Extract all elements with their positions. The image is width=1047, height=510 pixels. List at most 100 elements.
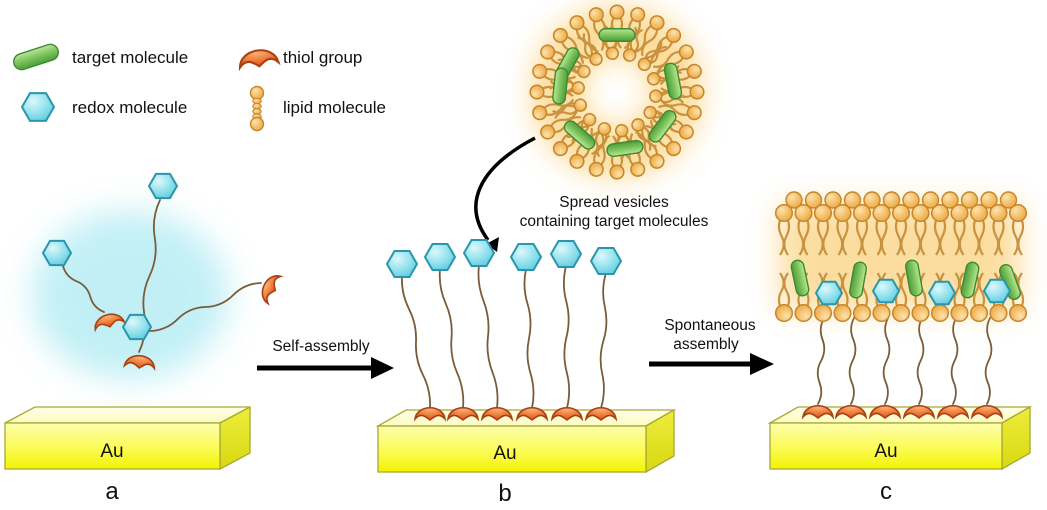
lipid-head (999, 191, 1018, 209)
thiol-group-icon (902, 404, 936, 420)
gold-front-face (4, 422, 221, 470)
linker-chain (401, 275, 431, 409)
gold-label-c: Au (874, 441, 897, 462)
lipid-head (882, 191, 901, 209)
gold-substrate-b (375, 408, 677, 474)
panel-label-b: b (498, 480, 511, 507)
redox-molecule-icon (927, 280, 957, 306)
thiol-group-icon (446, 406, 480, 422)
legend-label-lipid-molecule: lipid molecule (283, 98, 386, 117)
lipid-molecule-icon (577, 33, 603, 66)
redox-molecule-icon (385, 250, 419, 278)
thiol-group-icon (515, 406, 549, 422)
panel-label-c: c (880, 478, 892, 505)
thiol-group-icon (970, 404, 1004, 420)
legend-label-redox-molecule: redox molecule (72, 98, 187, 117)
linker-chain (882, 317, 891, 405)
linker-chain (149, 282, 262, 332)
legend-icons (13, 43, 281, 132)
thiol-group-icon (936, 404, 970, 420)
redox-molecule-icon (509, 243, 543, 271)
target-molecule-icon (598, 28, 636, 42)
lipid-molecule-icon (950, 203, 969, 256)
gold-front-face (769, 422, 1003, 470)
redox-molecule-icon (423, 243, 457, 271)
lipid-head (824, 191, 842, 209)
self-assembly-arrow-group: Self-assembly (257, 338, 394, 379)
lipid-molecule-icon (774, 272, 794, 323)
gold-top-face (4, 406, 251, 424)
target-molecule-icon (563, 120, 596, 150)
lipid-molecule-icon (635, 15, 665, 57)
target-molecule-icon (960, 261, 980, 299)
linker-chain (438, 268, 465, 409)
redox-molecule-icon (871, 278, 901, 304)
linker-chain (916, 317, 925, 405)
thiol-group-icon (550, 406, 584, 422)
panel-c-monolayer (801, 317, 1004, 420)
panel-b-monolayer (385, 239, 623, 422)
lipid-head (921, 191, 940, 209)
lipid-molecule-icon (1008, 203, 1028, 256)
lipid-molecule-icon (249, 85, 265, 132)
thiol-group-icon (238, 49, 281, 72)
lipid-head (902, 191, 920, 209)
lipid-molecule-icon (833, 203, 852, 256)
linker-chain (523, 268, 535, 409)
legend-label-target-molecule: target molecule (72, 48, 188, 67)
thiol-group-icon (868, 404, 902, 420)
lipid-molecule-icon (989, 203, 1008, 256)
vesicle-caption-line1: Spread vesicles (559, 194, 669, 211)
lipid-molecule-icon (569, 127, 599, 169)
lipid-head (863, 191, 881, 209)
panel-c-lipid-bilayer (774, 191, 1028, 323)
legend-label-thiol-group: thiol group (283, 48, 362, 67)
linker-chain (950, 317, 959, 405)
thiol-group-icon (801, 404, 835, 420)
thiol-group-icon (584, 406, 618, 422)
spontaneous-assembly-arrowhead (750, 353, 774, 375)
target-molecule-icon (905, 259, 923, 297)
target-molecule-icon (790, 259, 810, 297)
redox-molecule-icon (121, 313, 153, 341)
lipid-molecule-icon (637, 41, 667, 71)
target-molecule-icon (552, 67, 569, 105)
thiol-group-icon (94, 313, 127, 333)
vesicle-caption-line2: containing target molecules (520, 213, 709, 230)
lipid-head (941, 191, 959, 209)
lipid-molecule-icon (591, 122, 612, 158)
lipid-molecule-icon (532, 98, 576, 121)
linker-chain (62, 265, 105, 313)
gold-label-a: Au (100, 441, 123, 462)
target-molecule-icon (13, 43, 59, 71)
target-molecule-icon (606, 139, 644, 158)
lipid-molecule-icon (969, 203, 989, 256)
gold-front-face (377, 425, 647, 473)
lipid-molecule-icon (794, 203, 813, 256)
lipid-molecule-icon (813, 203, 833, 256)
thiol-group-icon (261, 275, 284, 306)
vesicle-spread-arrow (474, 136, 536, 242)
redox-molecule-icon (982, 278, 1012, 304)
panel-label-a: a (105, 478, 119, 505)
linker-chain (477, 264, 499, 409)
redox-molecule-icon (589, 247, 623, 275)
lipid-head (804, 191, 823, 209)
lipid-head (980, 191, 998, 209)
lipid-molecule-icon (872, 203, 891, 256)
target-molecule-icon (663, 62, 683, 100)
linker-chain (984, 317, 993, 405)
lipid-head (960, 191, 979, 209)
target-molecule-icon (648, 109, 677, 143)
lipid-head (843, 191, 862, 209)
lipid-molecule-icon (852, 203, 872, 256)
vesicle-spread-arrowhead (486, 237, 499, 252)
self-assembly-arrowhead (371, 357, 394, 379)
lipid-molecule-icon (552, 98, 588, 119)
gold-substrate-a (4, 405, 251, 471)
linker-chain (562, 265, 571, 409)
spontaneous-assembly-label-line1: Spontaneous (664, 317, 756, 334)
vesicle-spread-arrow-group (474, 136, 536, 252)
lipid-molecule-icon (774, 203, 794, 256)
